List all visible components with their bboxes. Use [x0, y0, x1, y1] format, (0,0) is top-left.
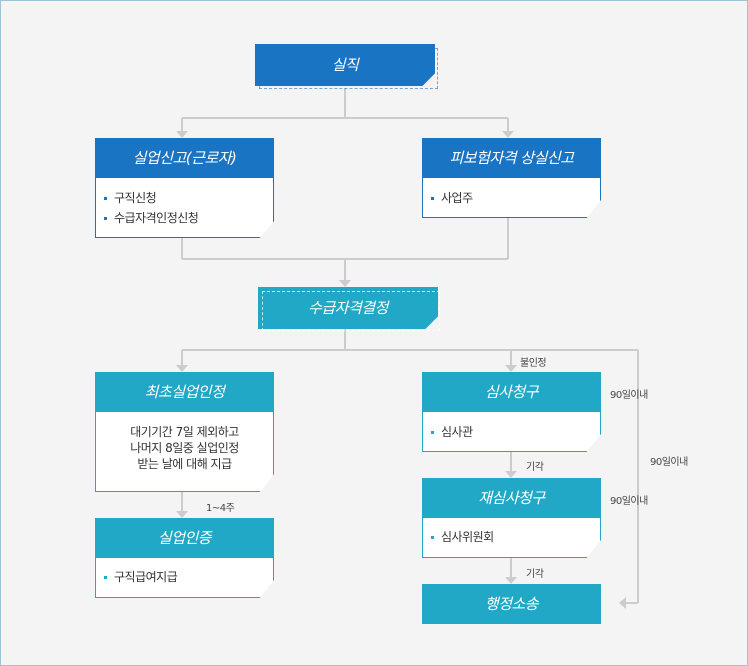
list-item: 심사위원회 [423, 527, 600, 547]
node-rereview-body: 심사위원회 [422, 518, 601, 558]
label-weeks: 1~4주 [206, 503, 235, 514]
label-not-approved: 불인정 [520, 358, 547, 369]
node-certification-body: 구직급여지급 [95, 558, 274, 598]
list-item: 심사관 [423, 422, 600, 442]
node-loss-report-header: 피보험자격 상실신고 [422, 138, 601, 178]
node-first-certification-title: 최초실업인정 [144, 383, 225, 401]
node-rereview-list: 심사위원회 [423, 527, 600, 547]
node-rereview-title: 재심사청구 [478, 489, 545, 507]
node-unemployment-report-body: 구직신청 수급자격인정신청 [95, 178, 274, 238]
node-unemployment-report-list: 구직신청 수급자격인정신청 [96, 188, 273, 228]
node-rereview-header: 재심사청구 [422, 478, 601, 518]
node-unemployment-report-header: 실업신고(근로자) [95, 138, 274, 178]
label-within-90-rereview: 90일이내 [610, 496, 648, 507]
node-certification-list: 구직급여지급 [96, 567, 273, 587]
node-job-loss-dashed-outline [259, 48, 438, 89]
node-first-certification-header: 최초실업인정 [95, 372, 274, 412]
description-line: 나머지 8일중 실업인정 [130, 441, 239, 455]
label-rejected-review: 기각 [526, 462, 544, 473]
list-item: 수급자격인정신청 [96, 208, 273, 228]
node-loss-report-list: 사업주 [423, 188, 600, 208]
node-review-body: 심사관 [422, 412, 601, 452]
description-line: 받는 날에 대해 지급 [137, 457, 232, 471]
node-certification-title: 실업인증 [157, 529, 212, 547]
node-job-loss-title: 실직 [331, 56, 359, 74]
node-certification-header: 실업인증 [95, 518, 274, 558]
node-eligibility-dashed-outline [262, 291, 440, 331]
node-loss-report-body: 사업주 [422, 178, 601, 218]
node-unemployment-report-title: 실업신고(근로자) [132, 149, 237, 167]
node-job-loss: 실직 [255, 44, 435, 86]
node-litigation-title: 행정소송 [484, 595, 539, 613]
node-review-list: 심사관 [423, 422, 600, 442]
list-item: 구직신청 [96, 188, 273, 208]
node-review-header: 심사청구 [422, 372, 601, 412]
list-item: 사업주 [423, 188, 600, 208]
node-litigation: 행정소송 [422, 584, 601, 624]
node-eligibility-title: 수급자격결정 [308, 299, 388, 317]
node-first-certification-body: 대기기간 7일 제외하고 나머지 8일중 실업인정 받는 날에 대해 지급 [95, 412, 274, 492]
label-rejected-rereview: 기각 [526, 569, 544, 580]
description-line: 대기기간 7일 제외하고 [130, 425, 239, 439]
label-within-90-review: 90일이내 [610, 390, 648, 401]
node-loss-report-title: 피보험자격 상실신고 [449, 149, 574, 167]
label-within-90-litigation: 90일이내 [650, 457, 688, 468]
node-eligibility: 수급자격결정 [258, 287, 438, 329]
node-review-title: 심사청구 [484, 383, 539, 401]
list-item: 구직급여지급 [96, 567, 273, 587]
